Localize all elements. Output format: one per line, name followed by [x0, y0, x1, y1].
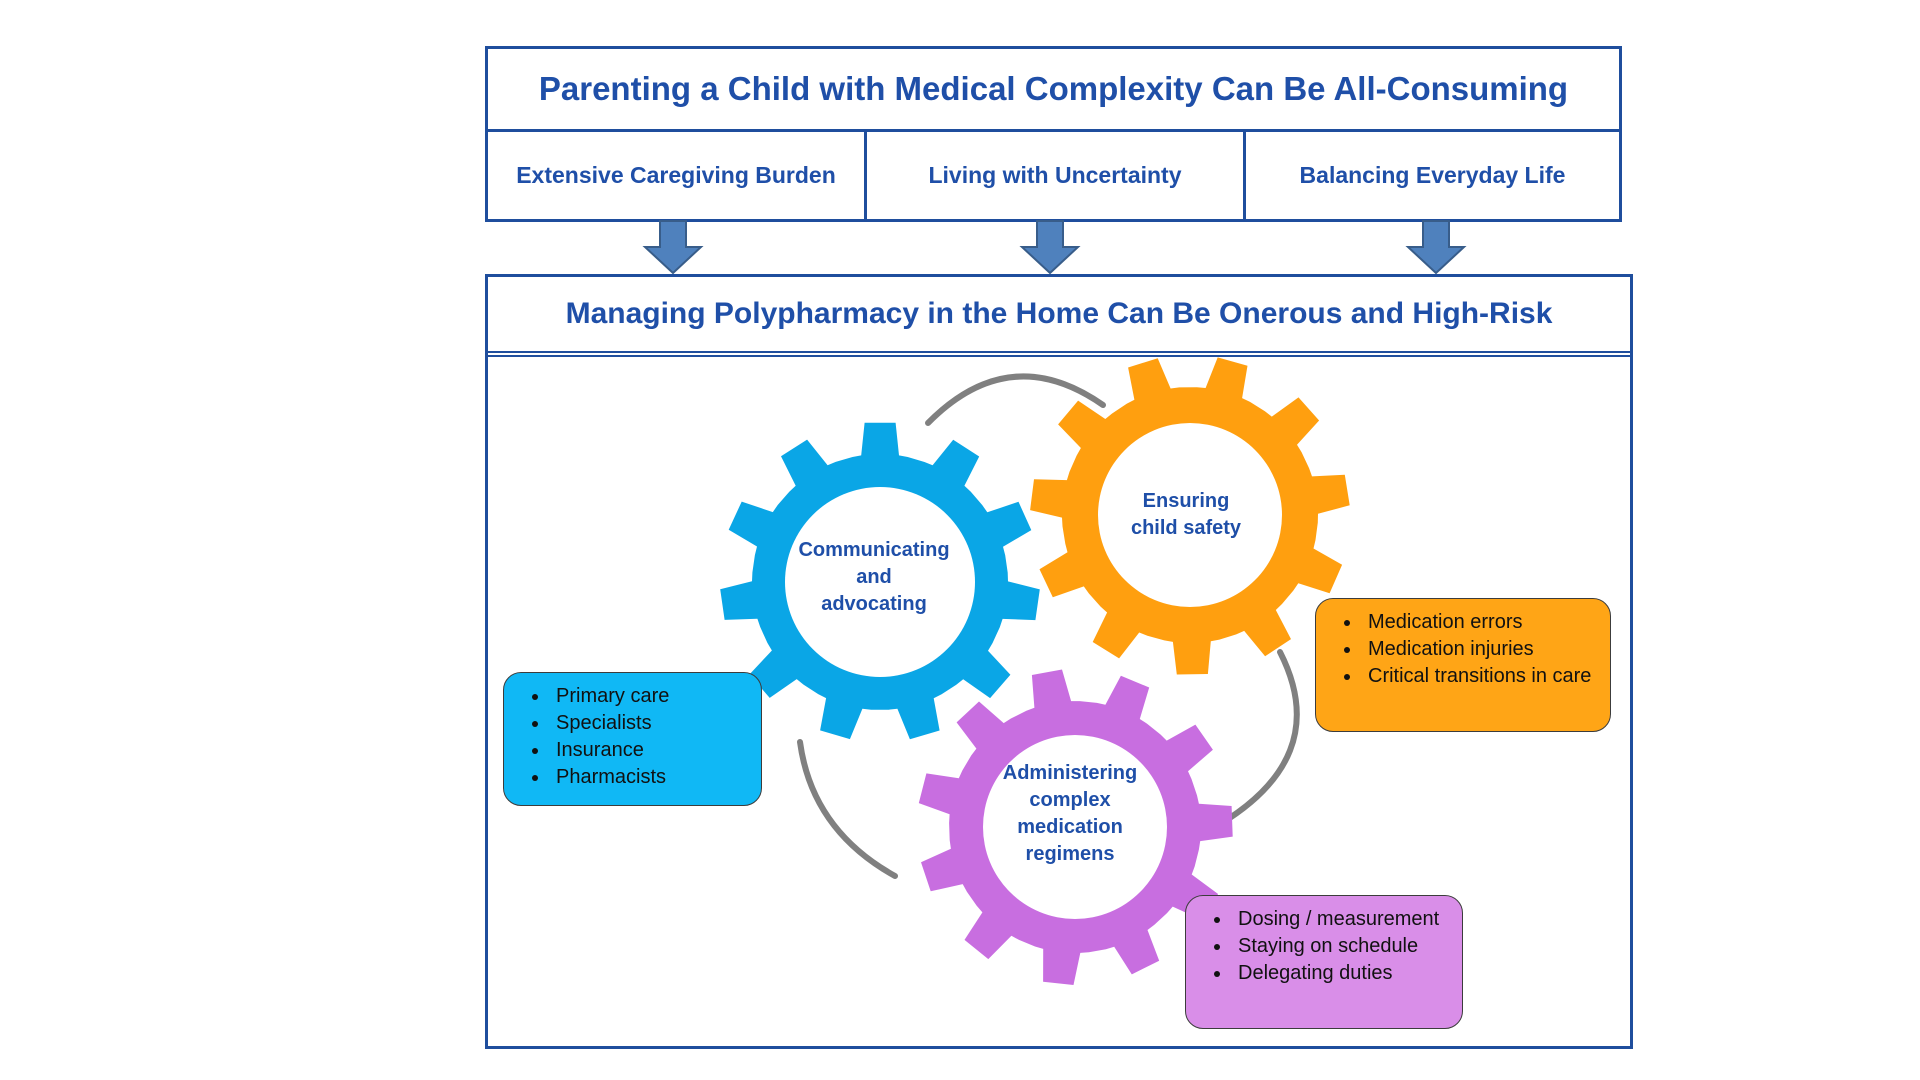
theme-balancing-everyday-life: Balancing Everyday Life	[1299, 162, 1566, 188]
list-item: Staying on schedule	[1232, 933, 1448, 960]
gear-administering	[918, 669, 1233, 985]
connector-left	[797, 739, 898, 879]
arrow-balancing	[1405, 220, 1467, 275]
list-item: Primary care	[550, 683, 747, 710]
list-item: Dosing / measurement	[1232, 906, 1448, 933]
connector-top	[925, 373, 1106, 426]
list-item: Medication injuries	[1362, 636, 1596, 663]
list-item: Specialists	[550, 710, 747, 737]
list-item: Insurance	[550, 737, 747, 764]
header-title: Parenting a Child with Medical Complexit…	[488, 49, 1619, 132]
connector-right	[1207, 649, 1300, 833]
gear-label-administering: Administering complex medication regimen…	[1002, 762, 1138, 865]
safety-risks-list: Medication errors Medication injuries Cr…	[1315, 598, 1611, 732]
list-item: Delegating duties	[1232, 960, 1448, 987]
header-box: Parenting a Child with Medical Complexit…	[485, 46, 1622, 222]
arrow-caregiving	[642, 220, 704, 275]
gear-communicating	[720, 422, 1040, 740]
theme-caregiving-burden: Extensive Caregiving Burden	[488, 132, 867, 219]
theme-living-with-uncertainty: Living with Uncertainty	[867, 132, 1246, 219]
list-item: Pharmacists	[550, 764, 747, 791]
list-item: Medication errors	[1362, 609, 1596, 636]
advocacy-contacts-list: Primary care Specialists Insurance Pharm…	[503, 672, 762, 806]
administering-tasks-list: Dosing / measurement Staying on schedule…	[1185, 895, 1463, 1029]
list-item: Critical transitions in care	[1362, 663, 1596, 690]
gear-label-communicating: Communicating and advocating	[798, 539, 950, 615]
gear-label-child-safety: Ensuring child safety	[1130, 490, 1242, 539]
arrow-uncertainty	[1019, 220, 1081, 275]
polypharmacy-title: Managing Polypharmacy in the Home Can Be…	[488, 277, 1630, 357]
gear-child-safety	[1030, 357, 1350, 675]
